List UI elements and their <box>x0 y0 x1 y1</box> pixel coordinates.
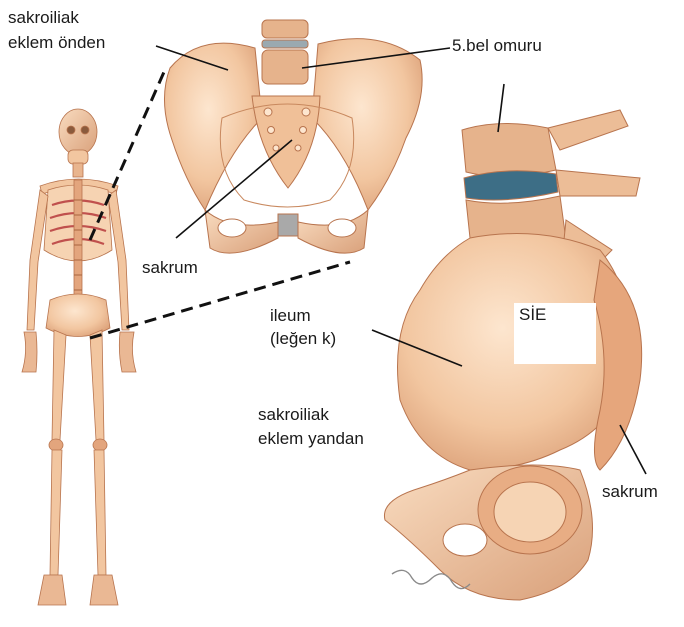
label-sacroiliac-front-line1: sakroiliak <box>8 8 79 28</box>
label-sacroiliac-front-line2: eklem önden <box>8 33 105 53</box>
label-sacroiliac-side-line1: sakroiliak <box>258 405 329 425</box>
label-sacrum-side: sakrum <box>602 482 658 502</box>
skeleton-figure <box>22 109 136 605</box>
label-sacrum-front: sakrum <box>142 258 198 278</box>
label-ileum-line2: (leğen k) <box>270 329 336 349</box>
label-sie: SİE <box>519 305 546 325</box>
label-ileum-line1: ileum <box>270 306 311 326</box>
label-l5-vertebra: 5.bel omuru <box>452 36 542 56</box>
label-sacroiliac-side-line2: eklem yandan <box>258 429 364 449</box>
sie-label-box: SİE <box>514 303 596 364</box>
pelvis-front-view <box>164 20 422 253</box>
